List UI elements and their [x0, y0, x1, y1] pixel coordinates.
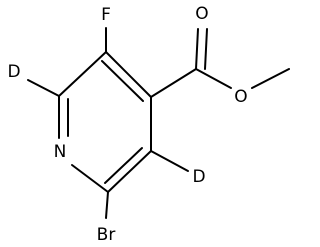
bond-c1-d: [27, 79, 60, 97]
bond-c4-c5-inner: [104, 147, 143, 184]
structure-canvas: F D N Br D O O: [7, 4, 290, 245]
bond-ester-o-methyl: [251, 68, 290, 89]
fluorine-label: F: [101, 5, 111, 25]
substituent-bonds: [27, 27, 290, 219]
bond-carbonyl-o1: [195, 28, 199, 70]
nitrogen-label: N: [54, 142, 67, 162]
bond-carbonyl-o2: [204, 28, 208, 70]
deuterium-top-label: D: [7, 62, 20, 82]
carbonyl-oxygen-label: O: [195, 4, 208, 24]
bond-c5-n: [71, 164, 109, 193]
bond-c2-c3: [105, 51, 152, 98]
bond-c4-d: [150, 150, 189, 172]
bond-c1-c2: [58, 51, 107, 97]
bond-c2-c3-inner: [101, 60, 144, 102]
ester-oxygen-label: O: [234, 87, 247, 107]
bromine-label: Br: [97, 225, 116, 245]
atom-labels: F D N Br D O O: [7, 4, 247, 245]
bond-c5-br: [105, 191, 109, 219]
pyridine-ring: [58, 51, 152, 193]
structure-diagram: F D N Br D O O: [7, 4, 290, 245]
deuterium-right-label: D: [192, 167, 205, 187]
bond-ring-carbonyl: [150, 68, 197, 98]
bond-c4-c5: [107, 150, 152, 193]
bond-carbonyl-ester-o: [195, 68, 232, 89]
